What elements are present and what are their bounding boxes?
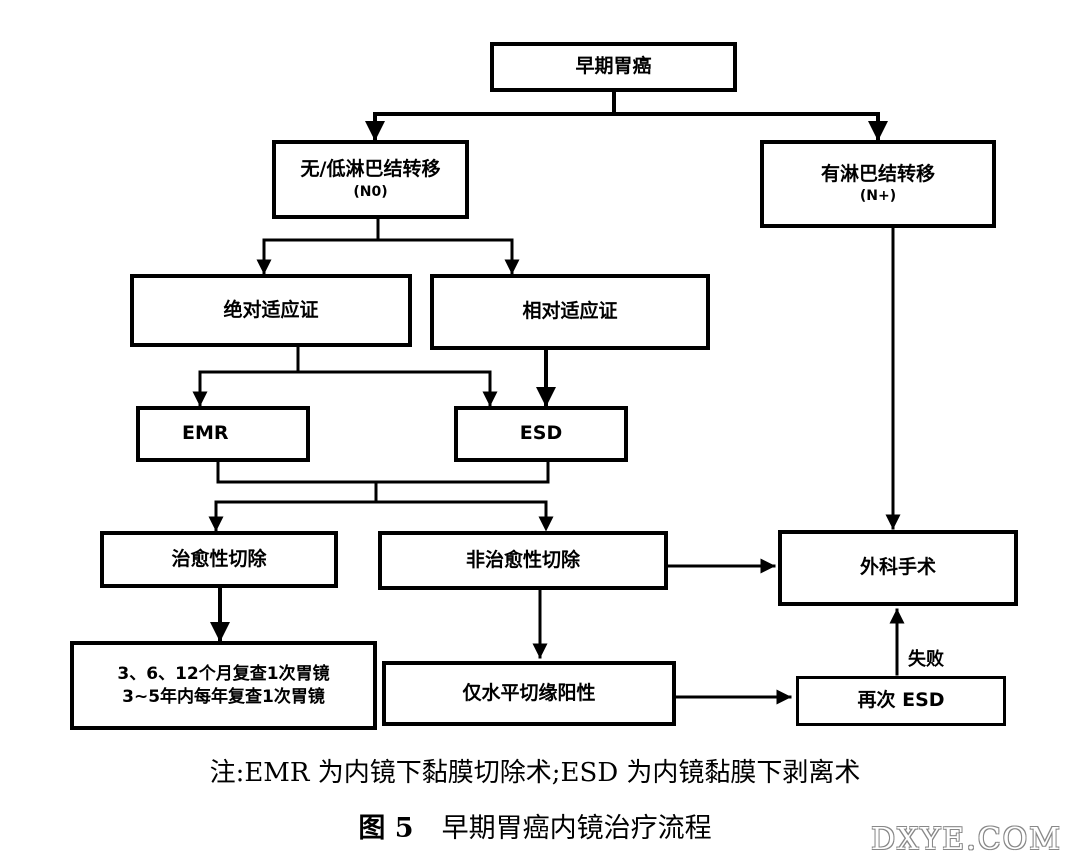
node-lateral-margin-positive: 仅水平切缘阳性 bbox=[382, 661, 676, 726]
node-followup-line2: 3~5年内每年复查1次胃镜 bbox=[122, 686, 325, 707]
node-followup-line1: 3、6、12个月复查1次胃镜 bbox=[117, 663, 330, 684]
connector-merge bbox=[214, 460, 550, 504]
figure-caption: 图 5 早期胃癌内镜治疗流程 bbox=[0, 806, 1070, 845]
node-emr: EMR bbox=[136, 406, 310, 462]
node-repeat-esd: 再次 ESD bbox=[796, 676, 1006, 726]
node-curative-resection: 治愈性切除 bbox=[100, 531, 338, 588]
connector-n0-split bbox=[262, 217, 514, 242]
node-followup: 3、6、12个月复查1次胃镜 3~5年内每年复查1次胃镜 bbox=[70, 641, 377, 730]
node-esd: ESD bbox=[454, 406, 628, 462]
node-early-gastric-cancer: 早期胃癌 bbox=[490, 42, 737, 92]
node-repeat-esd-label: 再次 ESD bbox=[857, 689, 945, 712]
figure-title: 早期胃癌内镜治疗流程 bbox=[441, 813, 712, 844]
label-failure: 失败 bbox=[908, 649, 944, 670]
footnote: 注:EMR 为内镜下黏膜切除术;ESD 为内镜黏膜下剥离术 bbox=[209, 758, 861, 788]
node-lymph-node: 有淋巴结转移 (N+) bbox=[760, 140, 996, 228]
node-lateral-margin-positive-label: 仅水平切缘阳性 bbox=[462, 681, 596, 704]
node-curative-resection-label: 治愈性切除 bbox=[171, 547, 267, 570]
node-esd-label: ESD bbox=[519, 422, 563, 445]
connector-absolute-split bbox=[198, 345, 492, 374]
node-relative-indication-label: 相对适应证 bbox=[522, 300, 618, 323]
flowchart-connectors bbox=[192, 90, 905, 705]
node-relative-indication: 相对适应证 bbox=[430, 274, 710, 350]
watermark: DXYE.COM bbox=[871, 822, 1062, 857]
node-no-lymph-node: 无/低淋巴结转移 (N0) bbox=[272, 140, 469, 219]
figure-number: 图 5 bbox=[358, 813, 414, 844]
node-lymph-node-sublabel: (N+) bbox=[859, 188, 897, 205]
node-early-gastric-cancer-label: 早期胃癌 bbox=[575, 55, 652, 78]
connector-root-split bbox=[373, 90, 880, 116]
node-surgery: 外科手术 bbox=[778, 530, 1018, 606]
node-absolute-indication-label: 绝对适应证 bbox=[223, 298, 319, 321]
node-lymph-node-label: 有淋巴结转移 bbox=[820, 162, 935, 185]
node-no-lymph-node-label: 无/低淋巴结转移 bbox=[300, 158, 441, 181]
node-non-curative-resection: 非治愈性切除 bbox=[378, 531, 668, 590]
node-non-curative-resection-label: 非治愈性切除 bbox=[465, 548, 580, 571]
node-emr-label: EMR bbox=[182, 422, 229, 445]
node-surgery-label: 外科手术 bbox=[859, 556, 936, 579]
node-absolute-indication: 绝对适应证 bbox=[130, 274, 412, 347]
node-no-lymph-node-sublabel: (N0) bbox=[353, 183, 388, 200]
